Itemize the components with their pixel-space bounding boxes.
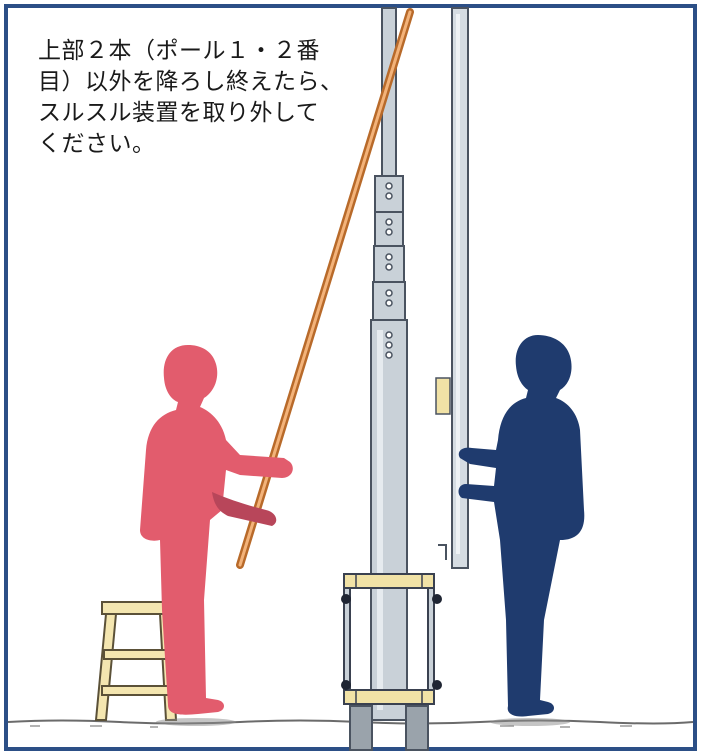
- second-pole: [435, 7, 469, 569]
- instruction-caption: 上部２本（ポール１・２番 目）以外を降ろし終えたら、 スルスル装置を取り外して …: [38, 36, 358, 160]
- caption-line-2: 目）以外を降ろし終えたら、: [38, 69, 344, 95]
- caption-line-1: 上部２本（ポール１・２番: [38, 38, 320, 64]
- caption-line-3: スルスル装置を取り外して: [38, 100, 320, 126]
- worker-person-figure: [458, 335, 585, 717]
- helper-person-figure: [140, 345, 293, 715]
- caption-line-4: ください。: [38, 131, 156, 157]
- ground-texture: [30, 725, 632, 728]
- helper-shadow: [156, 718, 236, 726]
- sliding-device: [341, 573, 442, 705]
- telescopic-pole: [349, 7, 429, 751]
- worker-shadow: [490, 718, 570, 726]
